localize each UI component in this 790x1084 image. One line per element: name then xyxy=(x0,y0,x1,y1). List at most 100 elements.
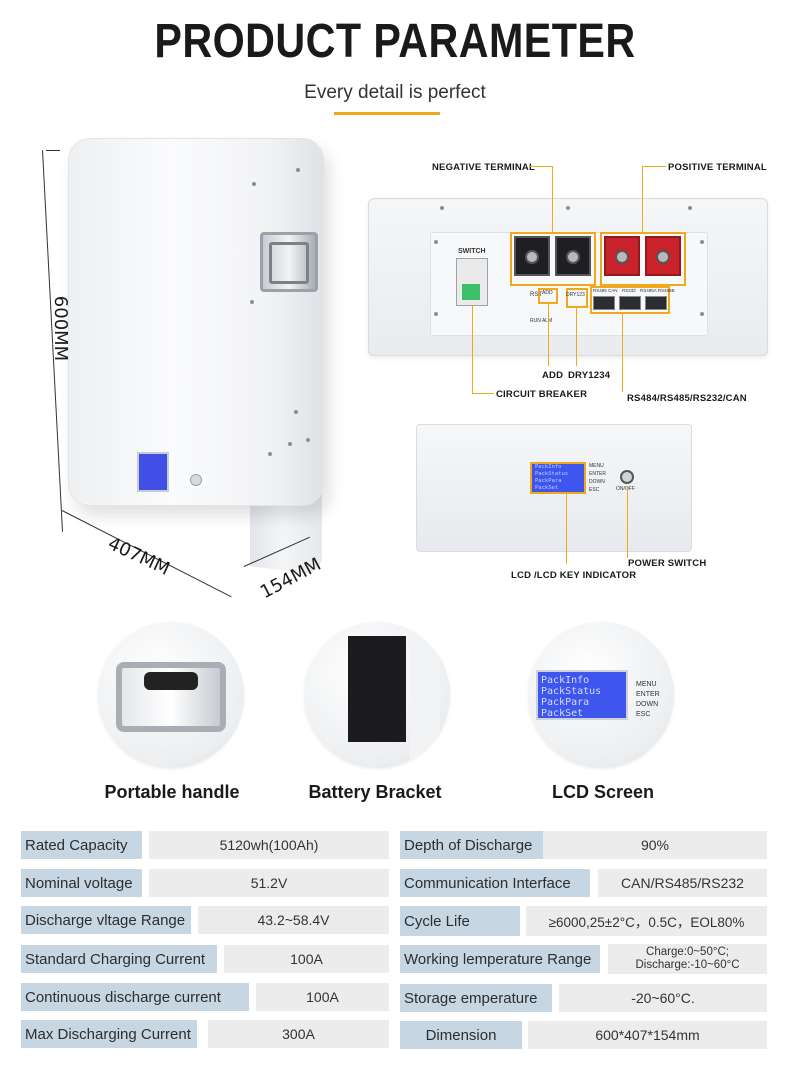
lcd-display-small: PackInfo PackStatus PackPara PackSet xyxy=(530,462,586,494)
spec-value-line: Charge:0~50°C; xyxy=(646,946,729,958)
spec-value-line: Discharge:-10~60°C xyxy=(635,959,740,971)
screw-dot xyxy=(296,168,300,172)
panel-screw xyxy=(440,206,444,210)
lcd-key-label: DOWN xyxy=(589,479,605,485)
port-rs485ab xyxy=(645,296,667,310)
lcd-line: PackPara xyxy=(541,697,590,708)
negative-terminal-1 xyxy=(514,236,550,276)
battery-body xyxy=(68,138,324,506)
positive-terminal-2 xyxy=(645,236,681,276)
panel-screw xyxy=(434,312,438,316)
negative-terminal-2 xyxy=(555,236,591,276)
battery-handle-grip xyxy=(269,242,309,284)
spec-value: 600*407*154mm xyxy=(528,1021,767,1049)
callout-line xyxy=(627,486,628,558)
lcd-photo: PackInfo PackStatus PackPara PackSet MEN… xyxy=(528,622,674,768)
title-underline xyxy=(334,112,440,115)
spec-label: Depth of Discharge xyxy=(400,831,543,859)
spec-label: Discharge vltage Range xyxy=(21,906,191,934)
comm-ports-group xyxy=(590,286,670,314)
callout-line xyxy=(530,166,552,167)
lcd-small-line: PackInfo xyxy=(535,464,562,470)
spec-value: 43.2~58.4V xyxy=(198,906,389,934)
port-label-3: RS485A RS485B xyxy=(640,288,675,293)
battery-power-button xyxy=(190,474,202,486)
callout-line xyxy=(548,304,549,366)
screw-dot xyxy=(268,452,272,456)
spec-value: -20~60°C. xyxy=(559,984,767,1012)
lcd-key-label: ENTER xyxy=(589,471,606,477)
spec-label: Standard Charging Current xyxy=(21,945,217,973)
spec-label: Nominal voltage xyxy=(21,869,142,897)
lcd-small-line: PackPara xyxy=(535,478,562,484)
page-subtitle: Every detail is perfect xyxy=(304,82,486,103)
screw-dot xyxy=(288,442,292,446)
feature-caption-lcd: LCD Screen xyxy=(551,782,655,802)
screw-dot xyxy=(306,438,310,442)
lcd-key-label: MENU xyxy=(636,681,657,688)
lcd-key-label: ESC xyxy=(589,487,600,493)
add-small-label: ADD xyxy=(542,290,553,296)
feature-caption-handle: Portable handle xyxy=(104,782,240,802)
spec-value: 90% xyxy=(543,831,767,859)
add-callout: ADD xyxy=(542,370,564,381)
positive-terminal-group xyxy=(600,232,686,286)
handle-photo xyxy=(98,622,244,768)
spec-label: Working lemperature Range xyxy=(400,945,600,973)
comm-callout: RS484/RS485/RS232/CAN xyxy=(627,393,747,404)
bracket-photo xyxy=(304,622,450,768)
spec-value: CAN/RS485/RS232 xyxy=(598,869,767,897)
spec-value: 5120wh(100Ah) xyxy=(149,831,389,859)
lcd-key-label: ESC xyxy=(636,711,651,718)
lcd-key-column: MENU ENTER DOWN ESC xyxy=(589,462,617,494)
positive-terminal-callout: POSITIVE TERMINAL xyxy=(668,162,767,173)
add-dip-switch xyxy=(538,288,558,304)
spec-label: Dimension xyxy=(400,1021,522,1049)
negative-terminal-group xyxy=(510,232,596,286)
lcd-line: PackInfo xyxy=(541,675,590,686)
height-dimension-label: 600MM xyxy=(50,295,72,362)
callout-line xyxy=(642,166,643,232)
dry-contact xyxy=(566,288,588,308)
lcd-line: PackSet xyxy=(541,708,584,719)
lcd-small-line: PackSet xyxy=(535,485,559,491)
port-label-1: RS485 CAN xyxy=(593,288,618,293)
dimension-tick xyxy=(46,150,60,151)
spec-label: Cycle Life xyxy=(400,906,520,936)
panel-screw xyxy=(700,240,704,244)
spec-value: 51.2V xyxy=(149,869,389,897)
feature-caption-bracket: Battery Bracket xyxy=(308,782,442,802)
spec-label: Rated Capacity xyxy=(21,831,142,859)
port-label-2: RS232 xyxy=(622,288,636,293)
battery-lcd-display xyxy=(137,452,169,492)
spec-label: Continuous discharge current xyxy=(21,983,249,1011)
callout-line xyxy=(472,393,494,394)
lcd-key-label: MENU xyxy=(589,463,604,469)
negative-terminal-callout: NEGATIVE TERMINAL xyxy=(432,162,535,173)
screw-dot xyxy=(252,182,256,186)
spec-value: 100A xyxy=(224,945,389,973)
lcd-small-line: PackStatus xyxy=(535,471,569,477)
rst-label: RST xyxy=(530,292,542,298)
spec-value: 100A xyxy=(256,983,389,1011)
callout-line xyxy=(566,494,567,564)
port-rs232 xyxy=(619,296,641,310)
positive-terminal-1 xyxy=(604,236,640,276)
panel-screw xyxy=(566,206,570,210)
power-switch-knob xyxy=(620,470,634,484)
panel-screw xyxy=(700,312,704,316)
spec-value-pair: Charge:0~50°C; Discharge:-10~60°C xyxy=(608,944,767,974)
callout-line xyxy=(642,166,666,167)
panel-screw xyxy=(688,206,692,210)
lcd-line: PackStatus xyxy=(541,686,602,697)
callout-line xyxy=(472,306,473,394)
spec-label: Communication Interface xyxy=(400,869,590,897)
breaker-toggle xyxy=(462,284,480,300)
page-title: PRODUCT PARAMETER xyxy=(154,15,636,68)
spec-label: Max Discharging Current xyxy=(21,1020,197,1048)
dry-callout: DRY1234 xyxy=(568,370,611,381)
dry-small-label: DRY123 xyxy=(566,292,585,298)
callout-line xyxy=(576,308,577,366)
circuit-breaker-callout: CIRCUIT BREAKER xyxy=(496,389,588,400)
spec-value: 300A xyxy=(208,1020,389,1048)
